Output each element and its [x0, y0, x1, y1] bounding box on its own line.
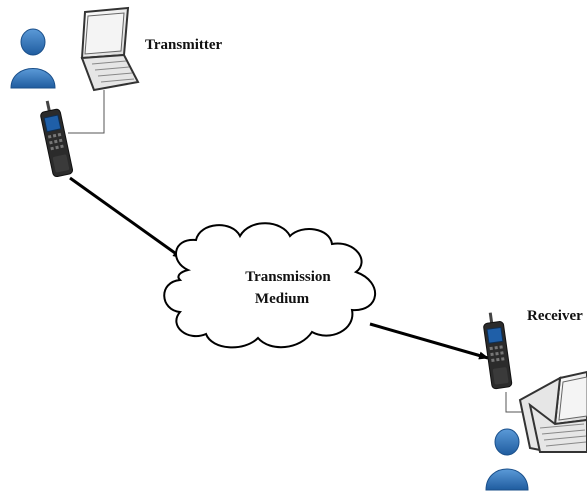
receiver-laptop-icon	[518, 370, 587, 453]
transmit-arrow	[69, 176, 183, 260]
transmitter-connector	[68, 90, 105, 134]
transmitter-person-icon	[10, 28, 56, 89]
cloud-icon	[163, 222, 376, 349]
receiver-label: Receiver	[527, 308, 583, 324]
receiver-radio-icon	[483, 312, 513, 390]
receive-arrow	[369, 322, 489, 360]
receiver-person-icon	[485, 428, 529, 491]
medium-label-line1: Transmission	[245, 269, 331, 285]
transmitter-group: Transmitter	[10, 6, 223, 178]
transmitter-laptop-icon	[80, 6, 140, 92]
transmitter-radio-icon	[40, 100, 74, 178]
transmitter-label: Transmitter	[145, 37, 223, 53]
receiver-group: Receiver	[483, 308, 587, 491]
transmission-medium-cloud: Transmission Medium	[163, 222, 376, 349]
medium-label-line2: Medium	[255, 291, 310, 307]
